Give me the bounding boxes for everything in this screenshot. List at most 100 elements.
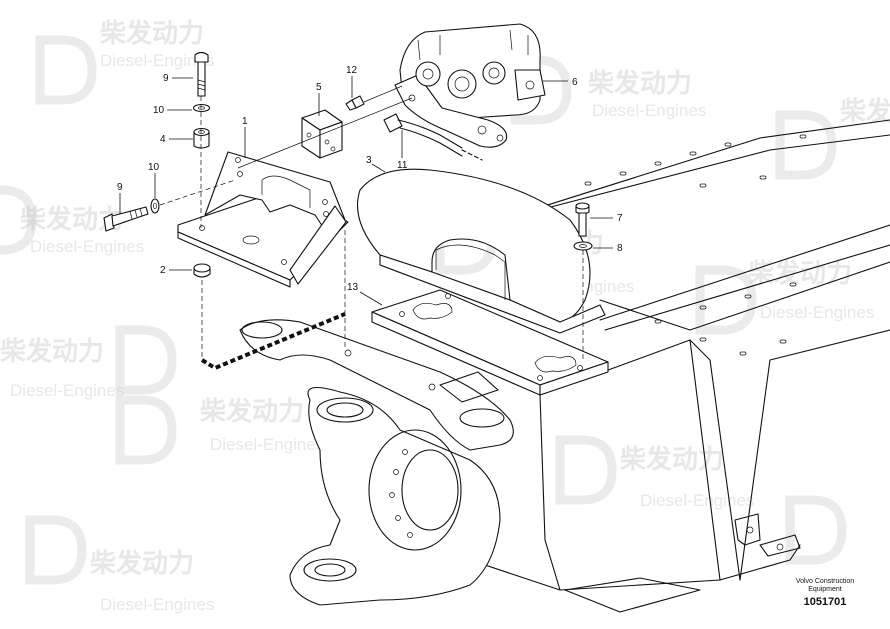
caliper-ribs	[417, 29, 529, 61]
brand-line-1: Volvo Construction	[795, 578, 855, 585]
part-6-caliper	[394, 23, 546, 148]
watermark-en: Diesel-Engines	[760, 303, 874, 322]
axis-nipple	[363, 85, 403, 103]
spacer-top	[193, 127, 210, 137]
knuckle-body	[289, 386, 501, 606]
callout-12: 12	[346, 65, 358, 76]
watermark-logo-icon	[25, 515, 87, 585]
hose-break	[461, 149, 483, 161]
watermark-10: 柴发动力 Diesel-Engines	[25, 515, 214, 614]
callout-9-lower: 9	[117, 182, 123, 193]
callout-7: 7	[617, 213, 623, 224]
part-5-block	[301, 109, 343, 159]
bracket-hole	[746, 526, 754, 534]
watermark-logo-icon	[35, 35, 97, 105]
watermark-logo-icon	[695, 265, 757, 335]
caliper-mount-hole	[477, 125, 487, 135]
leader-13	[359, 291, 383, 306]
caliper-mount-hole	[408, 94, 416, 102]
bracket-hole	[237, 171, 243, 177]
hose-fitting	[383, 113, 403, 133]
caliper-piston-left	[415, 61, 441, 87]
frame-rail-side	[599, 224, 890, 321]
frame-box-right	[739, 329, 890, 581]
block-hole	[306, 132, 312, 138]
callout-4: 4	[160, 134, 166, 145]
watermark-en: Diesel-Engines	[592, 101, 706, 120]
washer-hole	[579, 244, 587, 248]
watermark-en: Diesel-Engines	[10, 381, 124, 400]
axle-pad	[439, 371, 499, 403]
plate-cutout-1	[412, 303, 453, 320]
block-hole	[330, 146, 336, 152]
washer-hole	[153, 202, 157, 210]
frame-rail-side-2	[604, 244, 890, 331]
watermark-3: 柴发动力	[775, 96, 890, 180]
watermark-cn: 柴发动力	[587, 68, 692, 99]
block-side	[319, 121, 343, 159]
callout-10-upper: 10	[153, 105, 165, 116]
callout-13: 13	[347, 282, 359, 293]
watermark-6: 柴发动力 Diesel-Engines	[695, 258, 874, 335]
nipple-tip	[345, 99, 357, 111]
watermark-2: 柴发动力 Diesel-Engines	[510, 55, 706, 125]
watermark-cn: 柴发动力	[839, 96, 890, 127]
part-13-plate	[371, 289, 609, 396]
axle-eye-right	[459, 408, 505, 428]
bolt-shaft	[197, 61, 206, 97]
bolt-head	[194, 51, 209, 63]
part-9-bolt-upper	[194, 51, 209, 97]
knuckle-bottom-eye	[303, 558, 357, 582]
watermark-11	[785, 495, 847, 565]
axle-arm	[239, 319, 514, 451]
callout-3: 3	[366, 155, 372, 166]
spacer-body	[193, 131, 210, 149]
bolt-shaft	[111, 206, 149, 227]
bracket-base-hole	[242, 235, 260, 245]
caliper-fitting	[514, 69, 546, 101]
watermark-cn: 柴发动力	[747, 258, 852, 289]
axle-knuckle	[239, 319, 514, 606]
bracket-base-edge	[177, 231, 291, 288]
caliper-piston-right	[482, 61, 506, 85]
watermark-logo-icon	[510, 55, 572, 125]
watermark-logo-icon	[115, 395, 177, 465]
assembly-lines	[159, 85, 584, 371]
watermark-cn: 柴发动力	[89, 548, 194, 579]
frame-box-face-left	[539, 394, 561, 591]
hub-bolt-holes	[389, 449, 413, 538]
frame-foot	[564, 577, 701, 613]
bracket-gusset	[289, 205, 347, 285]
part-10-washer-upper	[192, 103, 211, 113]
watermark-8: 柴发动力 Diesel-Engines	[115, 395, 324, 465]
part-9-bolt-lower	[103, 206, 149, 232]
cover-opening-edge	[435, 244, 506, 300]
watermark-logo-icon	[115, 325, 177, 395]
knuckle-top-eye	[316, 397, 374, 423]
caliper-piston-right-inner	[488, 67, 500, 79]
cover-base	[379, 254, 606, 334]
plate-side-right	[539, 361, 609, 396]
watermark-en: Diesel-Engines	[210, 435, 324, 454]
nut-top	[193, 263, 211, 273]
axis-bracket-to-caliper	[237, 97, 413, 169]
frame-box-corner	[689, 339, 741, 581]
bolt-head-top	[575, 202, 590, 210]
watermark-logo-icon	[775, 110, 837, 180]
hose-line-2	[399, 127, 463, 157]
bracket-slot	[261, 175, 311, 208]
bracket-base-hole	[199, 225, 205, 231]
brand-line-2: Equipment	[808, 586, 842, 593]
plate-hole	[577, 365, 583, 371]
watermark-cn: 柴发动力	[0, 336, 104, 367]
plate-cutout-2	[534, 356, 577, 373]
knuckle-hub-inner	[401, 449, 459, 531]
bolt-shaft	[578, 212, 587, 237]
callout-2: 2	[160, 265, 166, 276]
watermark-1: 柴发动力 Diesel-Engines	[35, 18, 214, 105]
watermark-logo-icon	[0, 185, 37, 255]
axle-bolt-hole	[428, 383, 436, 391]
watermark-cn: 柴发动力	[199, 396, 304, 427]
brand-caption: Volvo Construction Equipment	[775, 578, 875, 594]
